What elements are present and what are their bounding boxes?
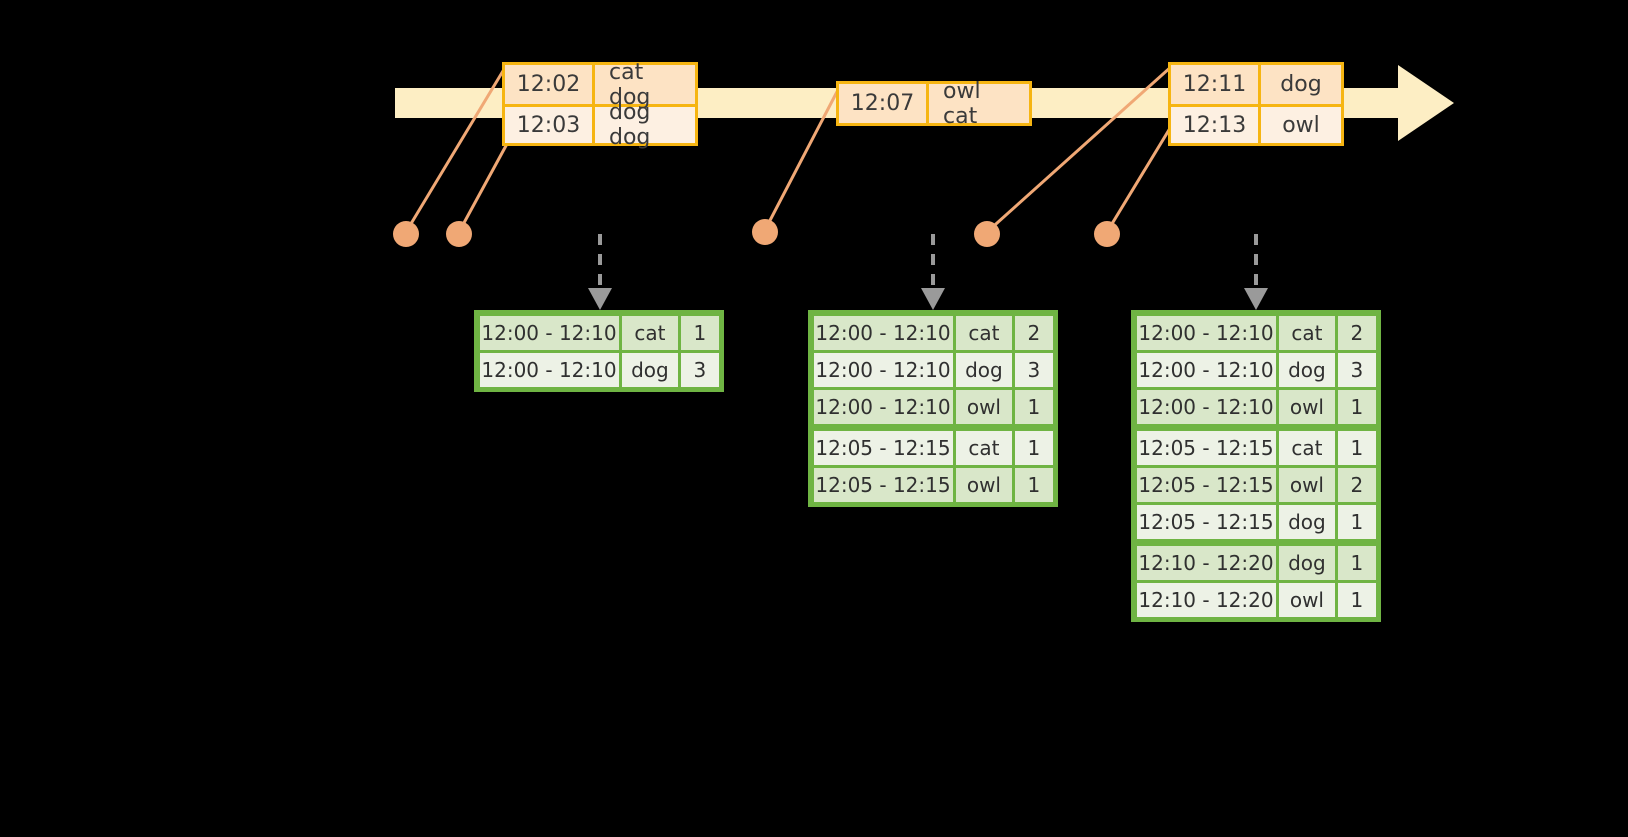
cell-count: 1 (1338, 582, 1376, 617)
cell-count: 1 (1015, 430, 1053, 465)
event-group-1: 12:02 cat dog 12:03 dog dog (502, 60, 698, 150)
event-dot-1 (393, 221, 419, 247)
cell-count: 1 (1338, 504, 1376, 539)
event-words: dog (1258, 65, 1341, 104)
cell-window: 12:00 - 12:10 (479, 315, 619, 350)
cell-word: cat (621, 315, 679, 350)
cell-window: 12:00 - 12:10 (1136, 389, 1276, 424)
cell-window: 12:00 - 12:10 (479, 352, 619, 387)
cell-count: 3 (1015, 352, 1053, 387)
cell-count: 2 (1338, 315, 1376, 350)
timeline-arrow-icon (1398, 65, 1454, 141)
event-dot-2 (446, 221, 472, 247)
cell-window: 12:00 - 12:10 (813, 389, 953, 424)
event-words: cat dog (592, 60, 695, 110)
cell-word: dog (1278, 545, 1336, 580)
cell-count: 1 (1338, 430, 1376, 465)
table-group-separator (1135, 425, 1377, 429)
cell-count: 2 (1015, 315, 1053, 350)
cell-window: 12:00 - 12:10 (813, 315, 953, 350)
cell-count: 3 (1338, 352, 1376, 387)
cell-window: 12:10 - 12:20 (1136, 545, 1276, 580)
cell-word: dog (1278, 504, 1336, 539)
cell-word: dog (1278, 352, 1336, 387)
cell-count: 1 (1338, 389, 1376, 424)
event-dot-3 (752, 219, 778, 245)
event-words: dog dog (592, 100, 695, 150)
cell-word: cat (1278, 430, 1336, 465)
cell-window: 12:00 - 12:10 (1136, 315, 1276, 350)
event-time: 12:11 (1182, 72, 1247, 97)
cell-word: owl (1278, 582, 1336, 617)
event-row: 12:13 owl (1171, 104, 1341, 143)
cell-window: 12:00 - 12:10 (813, 352, 953, 387)
event-group-3: 12:11 dog 12:13 owl (1168, 62, 1344, 146)
event-words: owl cat (926, 79, 1029, 129)
event-row: 12:07 owl cat (839, 79, 1029, 129)
event-row: 12:03 dog dog (505, 100, 695, 150)
cell-window: 12:05 - 12:15 (813, 467, 953, 502)
event-time: 12:02 (516, 72, 581, 97)
cell-count: 3 (681, 352, 719, 387)
cell-word: dog (621, 352, 679, 387)
cell-word: owl (955, 389, 1013, 424)
event-time: 12:03 (516, 112, 581, 138)
cell-word: cat (955, 430, 1013, 465)
flow-arrow-head-1 (588, 288, 612, 310)
event-words: owl (1258, 107, 1341, 143)
connector-line-5 (1105, 119, 1177, 233)
flow-arrow-head-2 (921, 288, 945, 310)
cell-count: 1 (1015, 389, 1053, 424)
event-time: 12:13 (1182, 112, 1247, 138)
event-dot-5 (1094, 221, 1120, 247)
cell-word: dog (955, 352, 1013, 387)
cell-count: 2 (1338, 467, 1376, 502)
event-dot-4 (974, 221, 1000, 247)
cell-window: 12:05 - 12:15 (1136, 430, 1276, 465)
cell-word: cat (1278, 315, 1336, 350)
table-group-separator (812, 425, 1054, 429)
cell-count: 1 (681, 315, 719, 350)
event-row: 12:02 cat dog (505, 60, 695, 110)
cell-word: owl (1278, 467, 1336, 502)
cell-word: cat (955, 315, 1013, 350)
cell-window: 12:05 - 12:15 (813, 430, 953, 465)
cell-window: 12:00 - 12:10 (1136, 352, 1276, 387)
cell-window: 12:05 - 12:15 (1136, 504, 1276, 539)
cell-window: 12:10 - 12:20 (1136, 582, 1276, 617)
cell-count: 1 (1015, 467, 1053, 502)
cell-count: 1 (1338, 545, 1376, 580)
cell-word: owl (1278, 389, 1336, 424)
event-group-2: 12:07 owl cat (836, 79, 1032, 129)
event-row: 12:11 dog (1171, 65, 1341, 104)
event-time: 12:07 (850, 91, 915, 116)
flow-arrow-head-3 (1244, 288, 1268, 310)
cell-window: 12:05 - 12:15 (1136, 467, 1276, 502)
cell-word: owl (955, 467, 1013, 502)
table-group-separator (1135, 540, 1377, 544)
